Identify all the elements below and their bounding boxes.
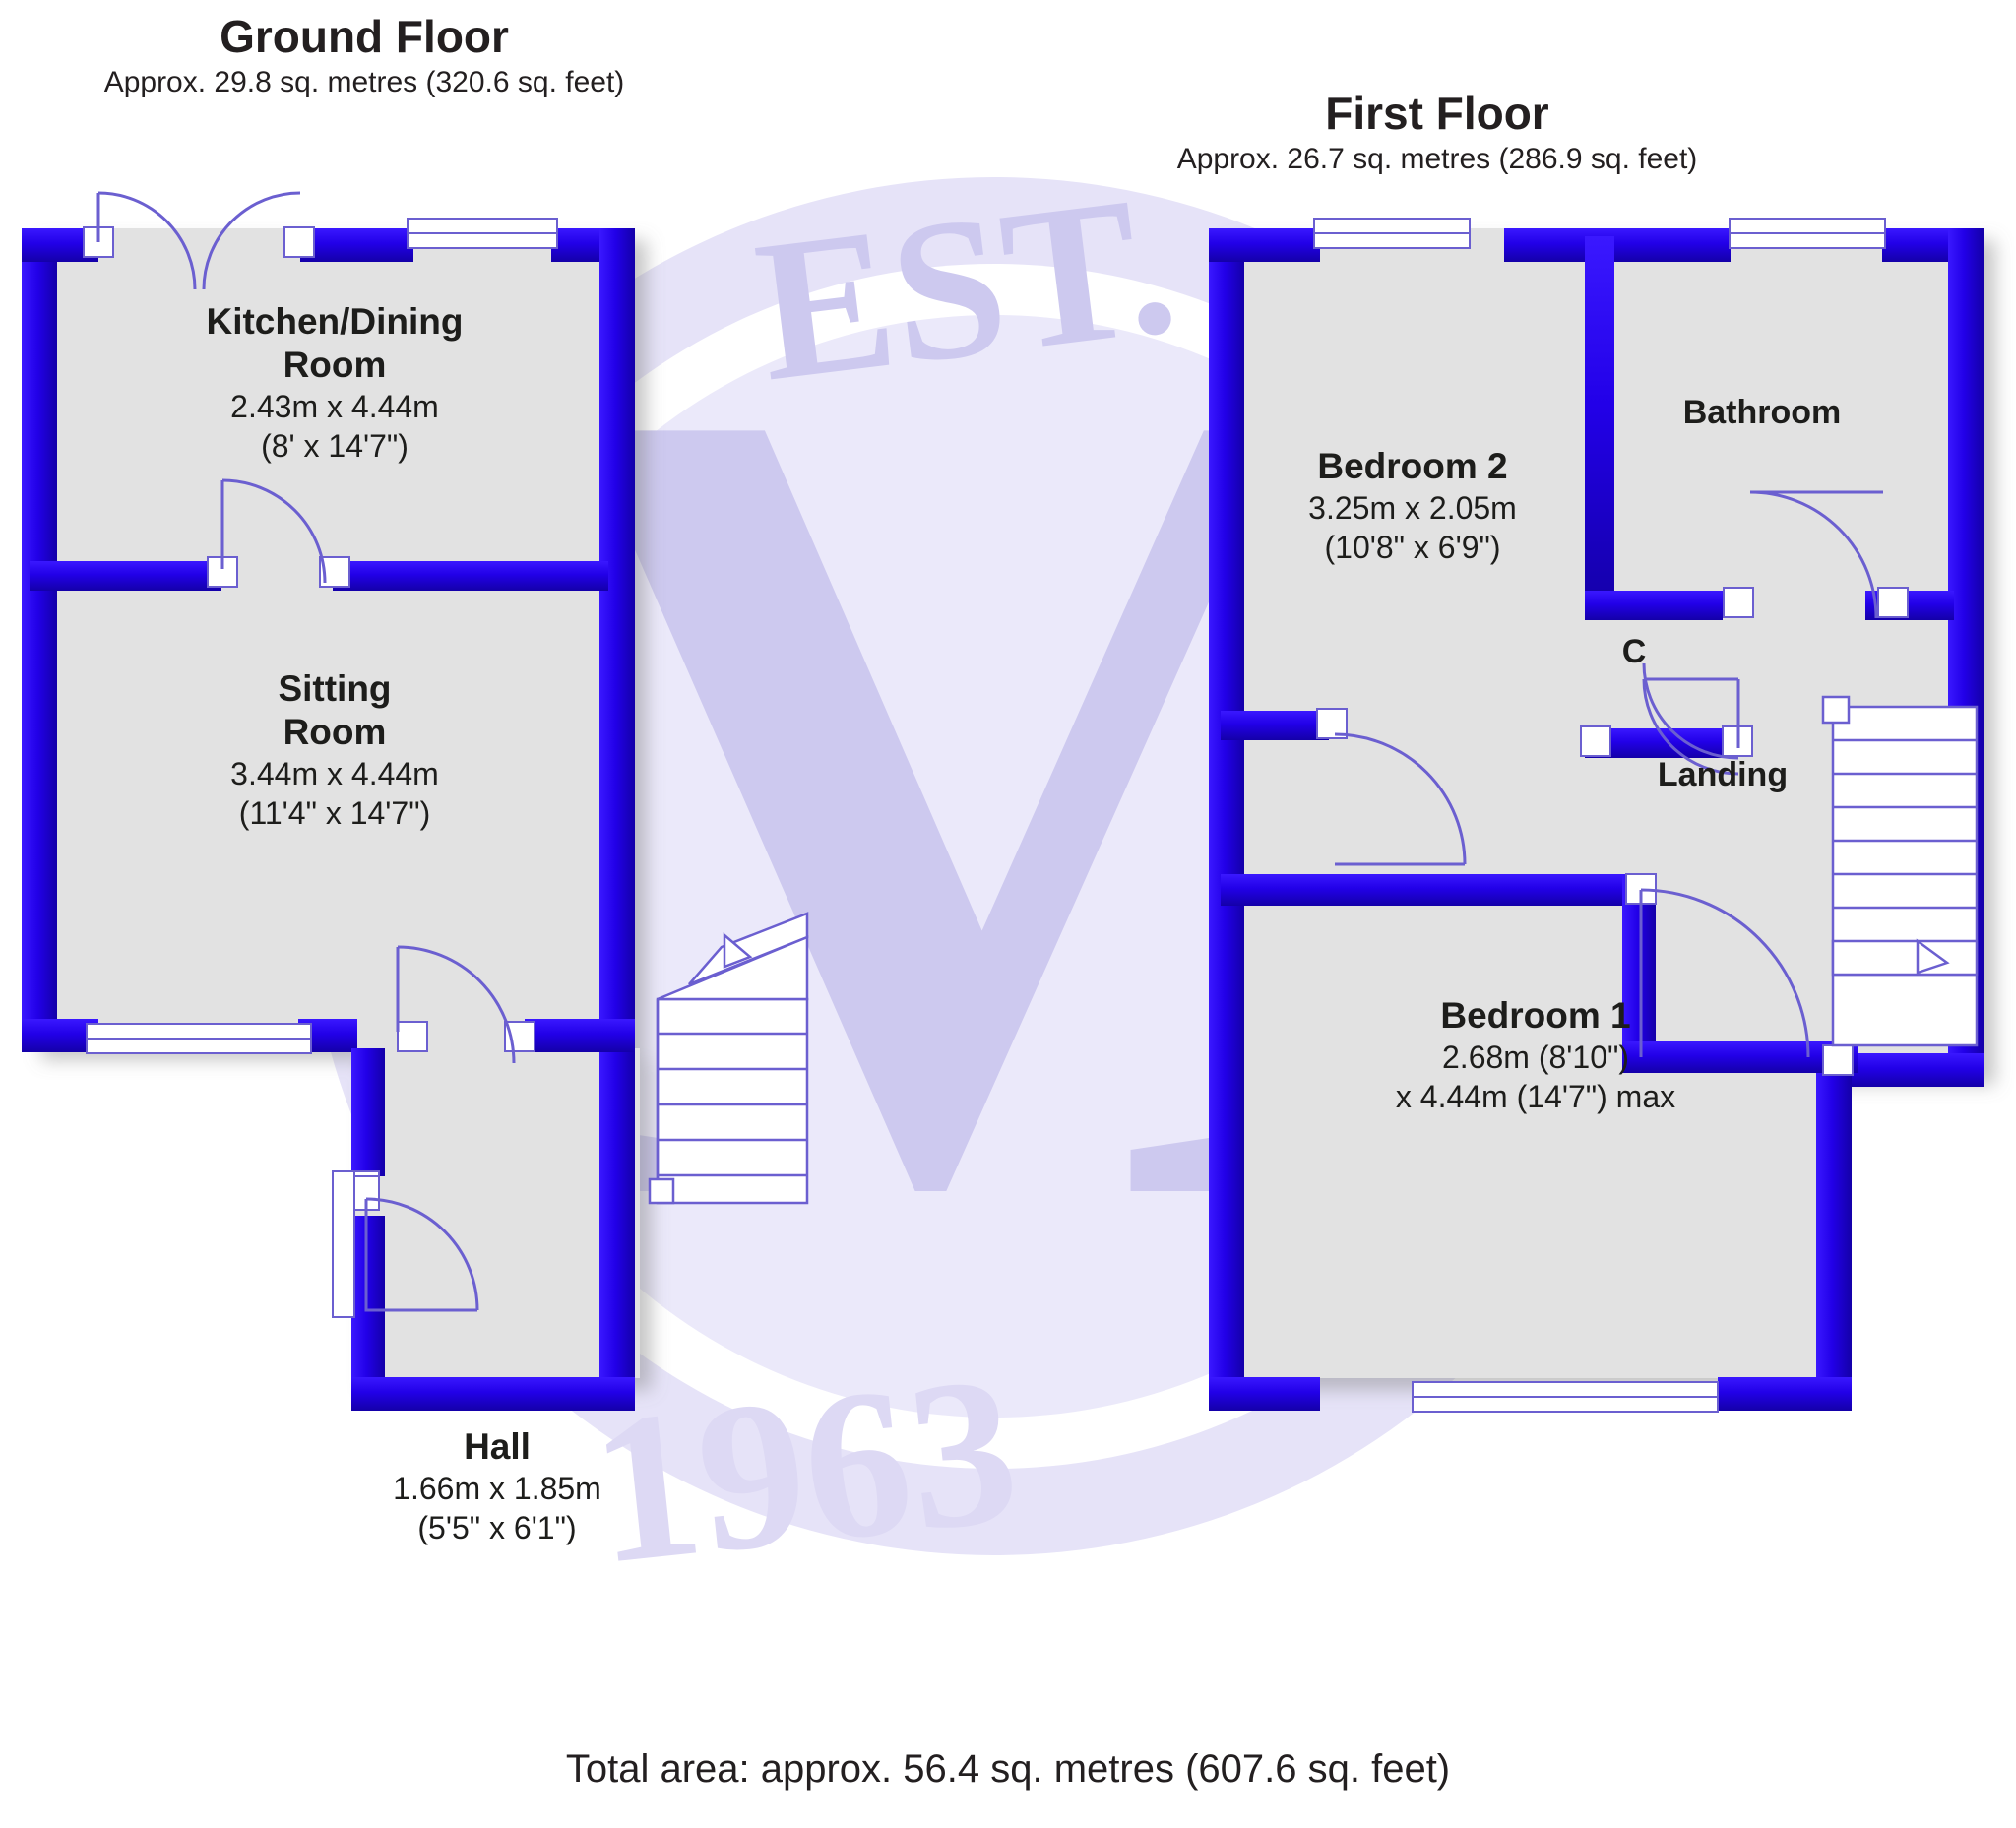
room-name-line1: Bathroom: [1682, 394, 1842, 431]
room-label-bathroom: Bathroom: [1614, 391, 1910, 434]
room-dim-metric: 2.43m x 4.44m: [230, 389, 439, 424]
wall-ff-bottom-left: [1209, 1377, 1320, 1411]
first-floor-subtitle: Approx. 26.7 sq. metres (286.9 sq. feet): [1176, 143, 1698, 175]
room-label-bedroom-1: Bedroom 1 2.68m (8'10") x 4.44m (14'7") …: [1280, 994, 1792, 1116]
room-name-line1: Landing: [1657, 756, 1789, 793]
wall-gf-internal-right: [333, 561, 608, 591]
room-label-landing: Landing: [1575, 753, 1870, 796]
wall-gf-hall-left-upper: [351, 1048, 385, 1176]
wall-gf-internal-left: [30, 561, 221, 591]
ground-floor-title: Ground Floor: [220, 11, 509, 62]
room-name-line2: Room: [283, 712, 387, 752]
wall-ff-right-upper: [1948, 228, 1984, 622]
room-name-line2: Room: [283, 345, 387, 385]
wall-ff-bath-bottom-left: [1585, 591, 1723, 620]
wall-ff-top-mid: [1504, 228, 1731, 262]
room-dim-imperial: (10'8" x 6'9"): [1324, 530, 1501, 565]
room-dim-imperial: x 4.44m (14'7") max: [1395, 1079, 1676, 1114]
wall-gf-hall-bottom: [351, 1377, 635, 1411]
wall-ff-bed2-bottom-left: [1221, 711, 1329, 740]
wall-ff-bottom-right: [1718, 1377, 1852, 1411]
room-name-line1: Bedroom 1: [1440, 995, 1631, 1036]
wall-gf-right: [599, 228, 635, 1410]
room-label-kitchen-dining-room: Kitchen/Dining Room 2.43m x 4.44m (8' x …: [108, 300, 561, 466]
room-dim-metric: 1.66m x 1.85m: [393, 1471, 601, 1506]
room-dim-metric: 3.44m x 4.44m: [230, 756, 439, 791]
room-label-sitting-room: Sitting Room 3.44m x 4.44m (11'4" x 14'7…: [108, 667, 561, 833]
room-dim-imperial: (8' x 14'7"): [261, 428, 409, 464]
room-label-bedroom-2: Bedroom 2 3.25m x 2.05m (10'8" x 6'9"): [1235, 445, 1590, 567]
first-floor-title-block: First Floor Approx. 26.7 sq. metres (286…: [984, 87, 1890, 179]
ground-floor-subtitle: Approx. 29.8 sq. metres (320.6 sq. feet): [103, 66, 625, 98]
room-name-line1: Kitchen/Dining: [206, 301, 464, 342]
wall-ff-bed1-top: [1221, 874, 1654, 906]
first-floor-title: First Floor: [1325, 88, 1549, 139]
room-label-cupboard: C: [1595, 630, 1673, 673]
wall-gf-top-mid: [300, 228, 413, 262]
room-name-line1: Bedroom 2: [1317, 446, 1508, 486]
wall-ff-left: [1209, 228, 1244, 1410]
ff-staircase: [1821, 695, 1979, 1047]
gf-stairs: [648, 912, 809, 1205]
ground-floor-title-block: Ground Floor Approx. 29.8 sq. metres (32…: [39, 10, 689, 102]
room-dim-imperial: (11'4" x 14'7"): [238, 795, 431, 831]
room-name-line1: Hall: [464, 1426, 531, 1467]
wall-gf-bottom-right: [525, 1019, 635, 1052]
room-name-line1: C: [1621, 633, 1647, 670]
wall-ff-stair-right: [1816, 1053, 1852, 1410]
room-name-line1: Sitting: [278, 668, 392, 709]
wall-gf-left: [22, 228, 57, 1052]
room-dim-metric: 3.25m x 2.05m: [1308, 490, 1517, 526]
room-dim-imperial: (5'5" x 6'1"): [417, 1510, 577, 1545]
room-dim-metric: 2.68m (8'10"): [1442, 1040, 1629, 1075]
total-area-text: Total area: approx. 56.4 sq. metres (607…: [565, 1747, 1451, 1791]
wall-ff-top-left: [1209, 228, 1320, 262]
room-label-hall: Hall 1.66m x 1.85m (5'5" x 6'1"): [325, 1425, 669, 1547]
gf-front-door: [332, 1170, 355, 1318]
